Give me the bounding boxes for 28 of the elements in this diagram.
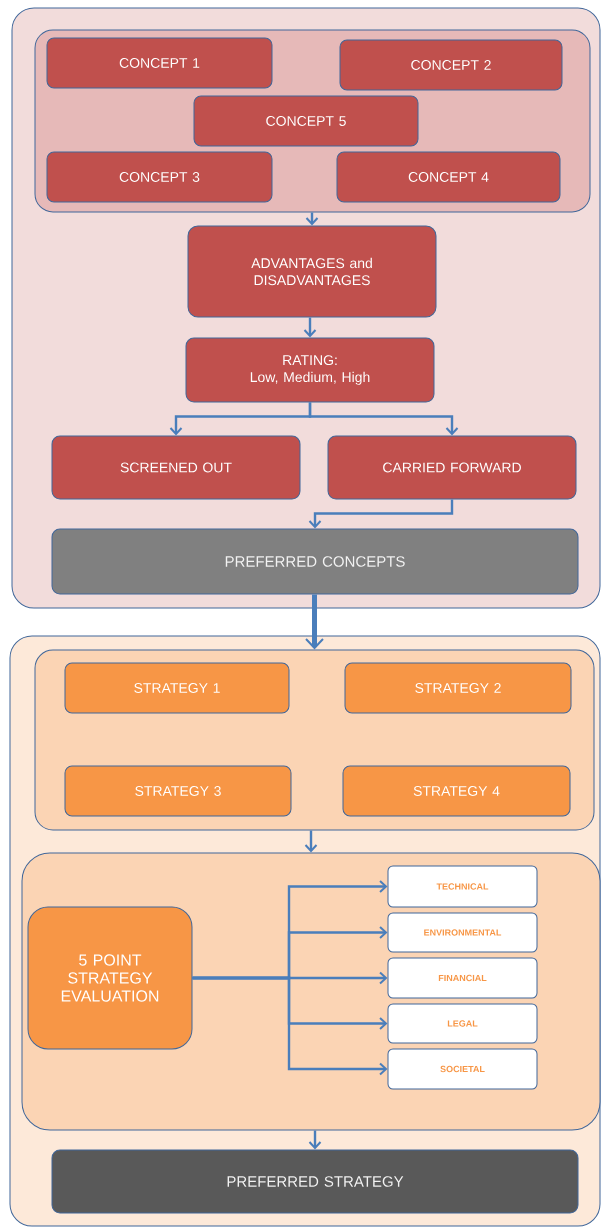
arrow bbox=[304, 830, 318, 853]
process-box: CONCEPT 2 bbox=[339, 39, 563, 91]
process-box: ADVANTAGES and DISADVANTAGES bbox=[187, 225, 437, 318]
arrow bbox=[192, 976, 388, 1076]
strategy-box: STRATEGY 4 bbox=[342, 765, 571, 817]
process-box: SCREENED OUT bbox=[51, 435, 301, 500]
process-box: CONCEPT 1 bbox=[46, 37, 273, 89]
evaluation-box: 5 POINT STRATEGY EVALUATION bbox=[27, 906, 193, 1050]
arrow bbox=[308, 402, 459, 436]
strategy-box: STRATEGY 3 bbox=[64, 765, 292, 817]
arrow bbox=[303, 317, 317, 338]
process-box: RATING: Low, Medium, High bbox=[185, 337, 435, 403]
result-box: PREFERRED STRATEGY bbox=[51, 1149, 579, 1214]
process-box: CONCEPT 4 bbox=[336, 151, 561, 203]
criterion-box: SOCIETAL bbox=[387, 1048, 538, 1090]
arrow bbox=[308, 499, 454, 529]
process-box: CONCEPT 5 bbox=[193, 95, 419, 147]
criterion-box: LEGAL bbox=[387, 1003, 538, 1044]
criterion-box: TECHNICAL bbox=[387, 865, 538, 908]
strategy-box: STRATEGY 2 bbox=[344, 662, 572, 714]
result-box: PREFERRED CONCEPTS bbox=[51, 528, 579, 595]
criterion-box: ENVIRONMENTAL bbox=[387, 912, 538, 953]
arrow bbox=[308, 1130, 322, 1150]
process-box: CARRIED FORWARD bbox=[327, 435, 577, 500]
process-box: CONCEPT 3 bbox=[46, 151, 273, 203]
arrow bbox=[305, 594, 324, 650]
strategy-box: STRATEGY 1 bbox=[64, 662, 290, 714]
criterion-box: FINANCIAL bbox=[387, 957, 538, 999]
